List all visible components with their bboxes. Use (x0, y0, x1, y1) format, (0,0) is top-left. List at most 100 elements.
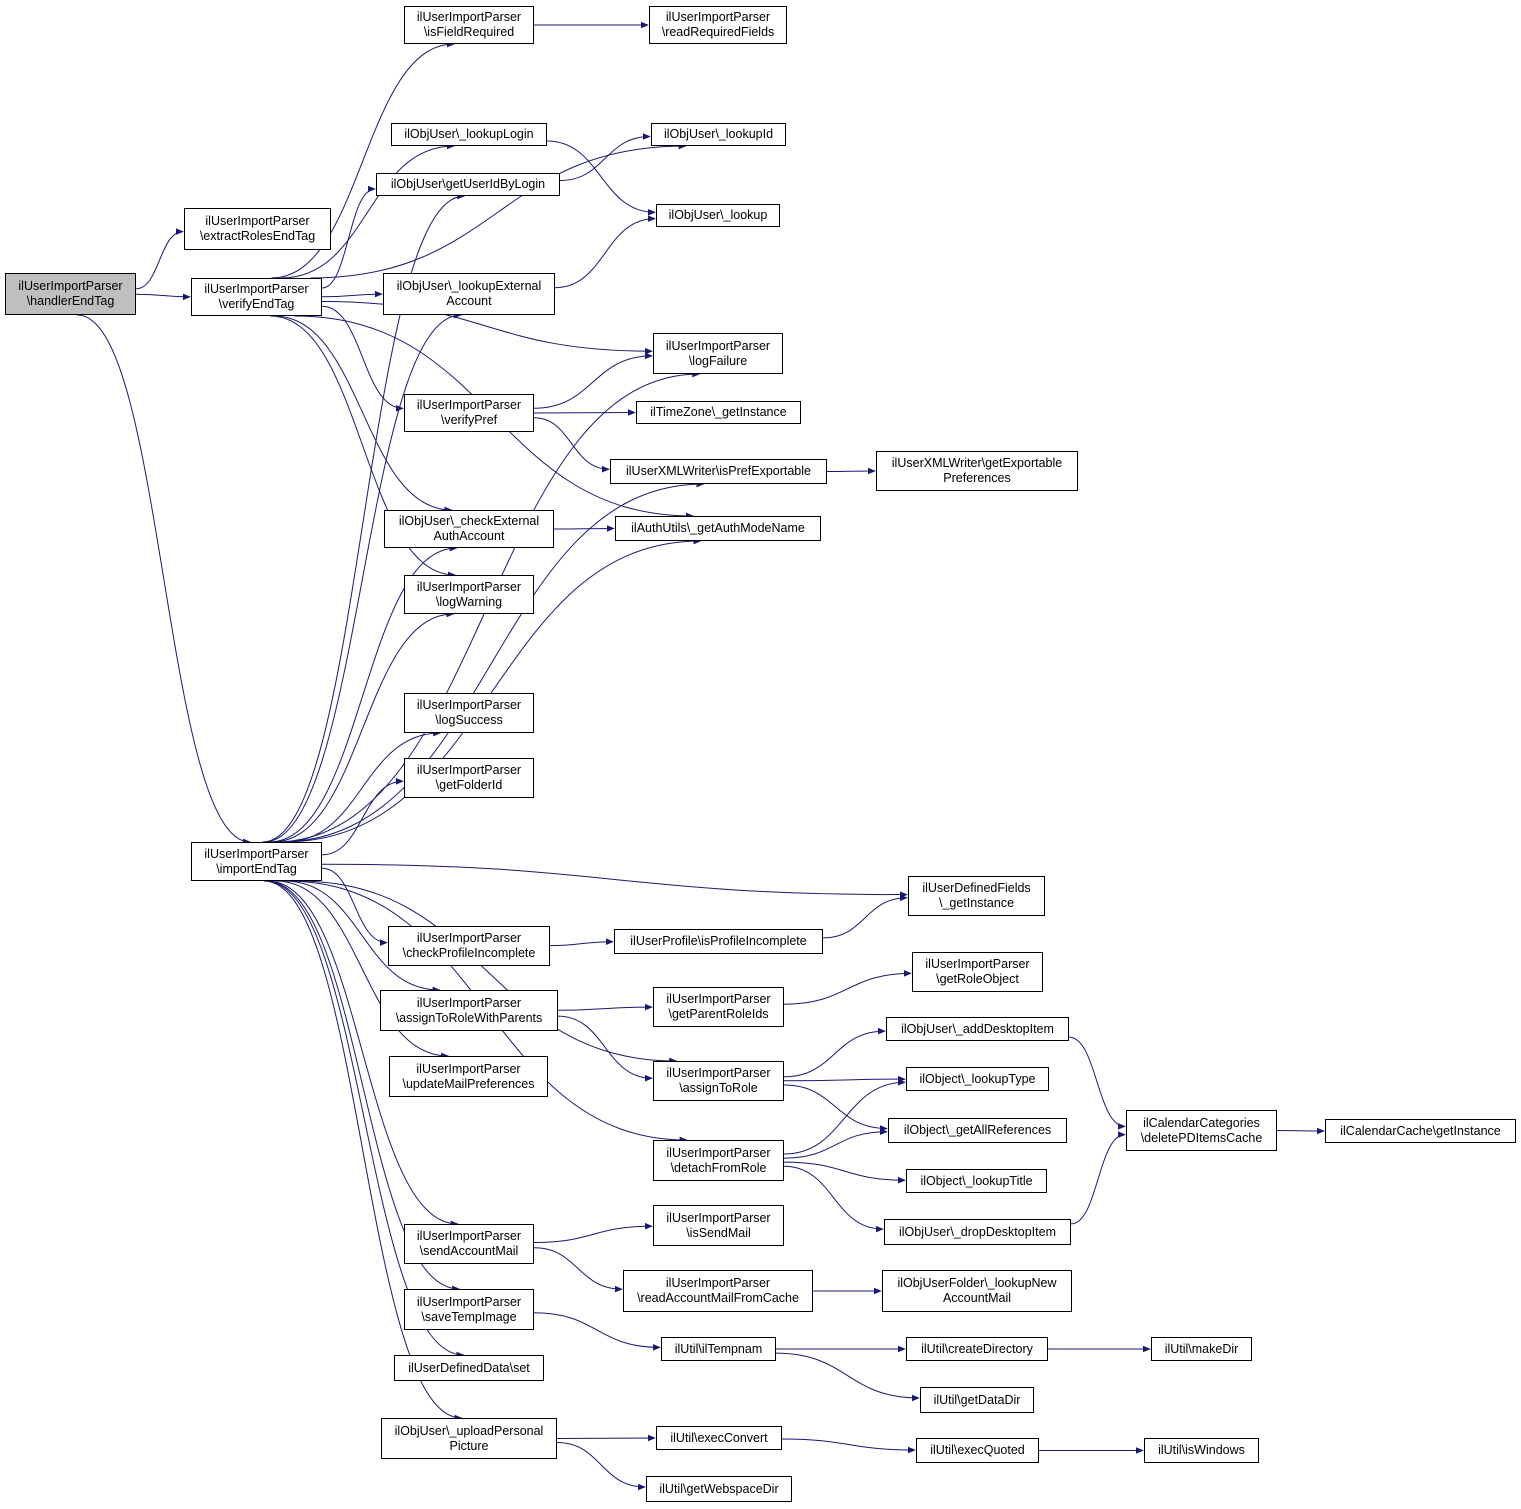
node-label-line: AuthAccount (433, 529, 505, 543)
edge-import-end-tag-to-log-warning (271, 610, 455, 843)
edge-lookup-external-account-to-lookup (554, 215, 656, 289)
node-get-role-object[interactable]: ilUserImportParser\getRoleObject (912, 952, 1043, 992)
node-label-line: ilUserImportParser (666, 1210, 771, 1225)
node-assign-to-role[interactable]: ilUserImportParser\assignToRole (653, 1061, 784, 1101)
node-label-line: ilUtil\isWindows (1158, 1443, 1245, 1457)
node-label-line: ilUserDefinedData\set (408, 1360, 530, 1375)
node-lookup[interactable]: ilObjUser\_lookup (656, 204, 780, 227)
node-get-auth-mode-name[interactable]: ilAuthUtils\_getAuthModeName (615, 516, 821, 541)
node-assign-to-role-with-parents[interactable]: ilUserImportParser\assignToRoleWithParen… (380, 990, 558, 1031)
edge-add-desktop-item-to-delete-pd-items-cache (1068, 1036, 1126, 1130)
node-exec-convert[interactable]: ilUtil\execConvert (656, 1426, 782, 1450)
edge-exec-convert-to-exec-quoted (781, 1438, 916, 1454)
node-timezone-get-instance[interactable]: ilTimeZone\_getInstance (636, 401, 801, 424)
node-drop-desktop-item[interactable]: ilObjUser\_dropDesktopItem (884, 1219, 1071, 1245)
node-calendar-cache-get-instance[interactable]: ilCalendarCache\getInstance (1325, 1119, 1516, 1143)
node-label-line: ilUserImportParser (204, 282, 309, 296)
node-label-line: ilObjUser\_uploadPersonal (394, 1423, 544, 1438)
node-is-send-mail[interactable]: ilUserImportParser\isSendMail (653, 1205, 784, 1246)
node-send-account-mail[interactable]: ilUserImportParser\sendAccountMail (404, 1224, 534, 1264)
node-save-temp-image[interactable]: ilUserImportParser\saveTempImage (404, 1289, 534, 1330)
node-make-dir[interactable]: ilUtil\makeDir (1151, 1337, 1252, 1361)
node-handler-end-tag[interactable]: ilUserImportParser\handlerEndTag (5, 273, 136, 315)
node-label-line: ilObjUser\_lookupExternal (396, 279, 542, 293)
node-verify-pref[interactable]: ilUserImportParser\verifyPref (404, 394, 534, 432)
node-label-line: \logFailure (688, 353, 748, 368)
node-get-user-id-by-login[interactable]: ilObjUser\getUserIdByLogin (376, 173, 560, 196)
node-label-line: Preferences (943, 471, 1011, 485)
node-label-line: \isFieldRequired (423, 25, 515, 39)
node-label-line: \verifyPref (440, 413, 498, 427)
node-log-success[interactable]: ilUserImportParser\logSuccess (404, 693, 534, 733)
node-import-end-tag[interactable]: ilUserImportParser\importEndTag (191, 842, 322, 881)
node-get-data-dir[interactable]: ilUtil\getDataDir (920, 1387, 1034, 1413)
edge-import-end-tag-to-update-mail-preferences (275, 880, 450, 1060)
edge-verify-end-tag-to-lookup-id (310, 142, 687, 279)
node-log-warning[interactable]: ilUserImportParser\logWarning (404, 575, 534, 614)
node-user-defined-data-set[interactable]: ilUserDefinedData\set (394, 1355, 544, 1381)
node-label-line: \logWarning (435, 594, 503, 609)
edge-import-end-tag-to-get-user-id-by-login (262, 192, 466, 843)
node-label-line: ilObjUser\_lookupId (663, 127, 774, 141)
edge-is-pref-exportable-to-get-exportable-preferences (826, 467, 876, 475)
node-read-account-mail-from-cache[interactable]: ilUserImportParser\readAccountMailFromCa… (623, 1270, 813, 1312)
edge-import-end-tag-to-lookup-external-account (263, 311, 462, 843)
node-extract-roles-end-tag[interactable]: ilUserImportParser\extractRolesEndTag (184, 208, 331, 250)
node-log-failure[interactable]: ilUserImportParser\logFailure (653, 333, 783, 374)
node-label-line: \assignToRole (679, 1081, 758, 1095)
node-label-line: ilUserImportParser (18, 279, 123, 293)
node-label-line: ilObjUser\_checkExternal (398, 514, 540, 528)
node-is-pref-exportable[interactable]: ilUserXMLWriter\isPrefExportable (610, 459, 827, 484)
node-label-line: ilCalendarCache\getInstance (1340, 1123, 1501, 1138)
node-label-line: Picture (449, 1438, 489, 1453)
node-label-line: \isSendMail (686, 1225, 751, 1240)
edge-import-end-tag-to-get-auth-mode-name (283, 537, 702, 843)
node-lookup-login[interactable]: ilObjUser\_lookupLogin (391, 123, 547, 146)
edge-assign-to-role-with-parents-to-get-parent-role-ids (557, 1003, 653, 1011)
edge-check-profile-incomplete-to-is-profile-incomplete (549, 938, 614, 947)
edge-import-end-tag-to-get-folder-id (321, 777, 404, 856)
node-detach-from-role[interactable]: ilUserImportParser\detachFromRole (653, 1140, 784, 1181)
node-update-mail-preferences[interactable]: ilUserImportParser\updateMailPreferences (389, 1056, 548, 1097)
node-lookup-type[interactable]: ilObject\_lookupType (906, 1067, 1049, 1091)
node-label-line: ilUserImportParser (416, 1294, 522, 1309)
node-add-desktop-item[interactable]: ilObjUser\_addDesktopItem (886, 1017, 1069, 1041)
node-label-line: \sendAccountMail (419, 1244, 519, 1258)
node-lookup-id[interactable]: ilObjUser\_lookupId (651, 123, 786, 146)
node-label-line: ilUserImportParser (204, 846, 309, 861)
node-label-line: ilUserImportParser (416, 931, 522, 945)
node-il-tempnam[interactable]: ilUtil\ilTempnam (661, 1337, 776, 1361)
node-get-folder-id[interactable]: ilUserImportParser\getFolderId (404, 758, 534, 798)
node-exec-quoted[interactable]: ilUtil\execQuoted (916, 1438, 1039, 1463)
edge-import-end-tag-to-log-success (284, 729, 442, 843)
edge-save-temp-image-to-il-tempnam (533, 1312, 661, 1351)
node-label-line: \readRequiredFields (661, 25, 775, 39)
node-get-parent-role-ids[interactable]: ilUserImportParser\getParentRoleIds (653, 987, 784, 1027)
edge-assign-to-role-to-add-desktop-item (783, 1027, 886, 1078)
node-lookup-title[interactable]: ilObject\_lookupTitle (906, 1169, 1047, 1193)
node-is-field-required[interactable]: ilUserImportParser\isFieldRequired (404, 6, 534, 44)
node-label-line: ilUserImportParser (666, 1066, 771, 1080)
node-label-line: ilObject\_lookupTitle (920, 1173, 1033, 1188)
node-label-line: \getParentRoleIds (668, 1007, 769, 1021)
node-label-line: \saveTempImage (421, 1309, 517, 1324)
node-delete-pd-items-cache[interactable]: ilCalendarCategories\deletePDItemsCache (1126, 1110, 1277, 1151)
node-get-webspace-dir[interactable]: ilUtil\getWebspaceDir (646, 1476, 792, 1502)
node-is-windows[interactable]: ilUtil\isWindows (1144, 1438, 1259, 1463)
node-is-profile-incomplete[interactable]: ilUserProfile\isProfileIncomplete (614, 929, 823, 954)
node-check-profile-incomplete[interactable]: ilUserImportParser\checkProfileIncomplet… (388, 926, 550, 966)
edge-get-user-id-by-login-to-lookup-id (559, 133, 651, 181)
node-verify-end-tag[interactable]: ilUserImportParser\verifyEndTag (191, 278, 322, 316)
node-create-directory[interactable]: ilUtil\createDirectory (906, 1337, 1048, 1361)
node-get-all-references[interactable]: ilObject\_getAllReferences (888, 1118, 1067, 1143)
node-label-line: \verifyEndTag (218, 297, 295, 311)
node-user-defined-fields-get-instance[interactable]: ilUserDefinedFields\_getInstance (908, 876, 1045, 916)
node-read-required-fields[interactable]: ilUserImportParser\readRequiredFields (649, 6, 787, 44)
edge-lookup-login-to-lookup (546, 140, 656, 216)
node-label-line: ilUserImportParser (416, 1061, 521, 1076)
